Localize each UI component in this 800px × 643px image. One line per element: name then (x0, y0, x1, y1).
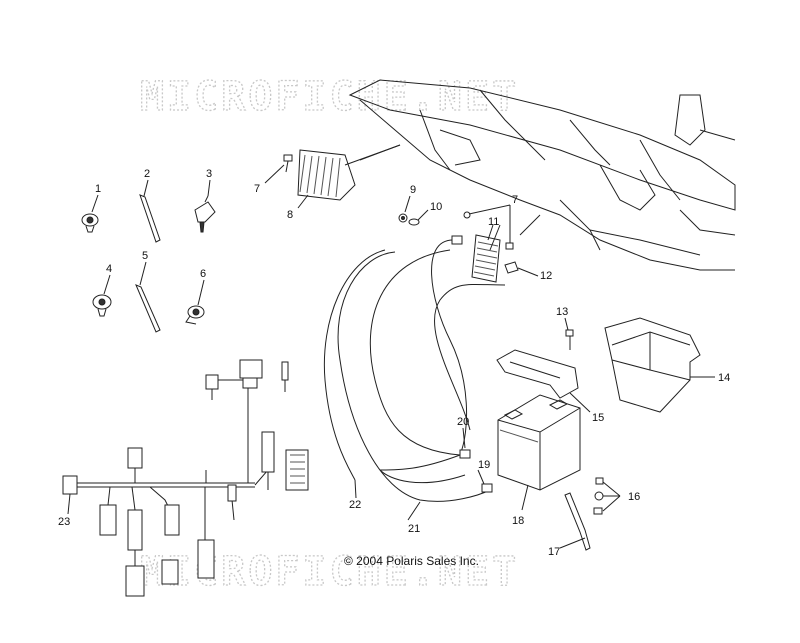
callout-12: 12 (540, 270, 552, 282)
callout-13: 13 (556, 306, 568, 318)
callout-19: 19 (478, 459, 490, 471)
callout-2: 2 (144, 168, 150, 180)
part-7-bolt-upper[interactable] (283, 154, 293, 173)
part-8-module[interactable] (297, 149, 356, 201)
part-13-bolt[interactable] (565, 329, 574, 350)
callout-15: 15 (592, 412, 604, 424)
callout-5: 5 (142, 250, 148, 262)
callout-8: 8 (287, 209, 293, 221)
callout-17: 17 (548, 546, 560, 558)
part-3-connector[interactable] (194, 195, 216, 233)
callout-1: 1 (95, 183, 101, 195)
part-1-clip[interactable] (81, 213, 99, 233)
part-21-cable[interactable] (337, 239, 506, 502)
watermark-top: MICROFICHE.NET (140, 74, 519, 120)
part-15-hold-down[interactable] (496, 349, 579, 399)
part-4-clip[interactable] (92, 294, 112, 317)
callout-7b: 7 (512, 194, 518, 206)
part-12-terminal[interactable] (504, 261, 519, 274)
part-14-battery-box[interactable] (604, 317, 701, 413)
cable-terminal-b (459, 449, 471, 459)
copyright-text: © 2004 Polaris Sales Inc. (344, 554, 479, 568)
part-16-bolts[interactable] (593, 477, 604, 515)
callout-14: 14 (718, 372, 730, 384)
cable-terminal-a (451, 235, 463, 245)
callout-23: 23 (58, 516, 70, 528)
part-7-bolt-lower[interactable] (463, 211, 514, 250)
callout-9: 9 (410, 184, 416, 196)
callout-3: 3 (206, 168, 212, 180)
callout-16: 16 (628, 491, 640, 503)
callout-22: 22 (349, 499, 361, 511)
part-18-battery[interactable] (497, 394, 581, 491)
part-6-clip[interactable] (185, 305, 205, 325)
part-17-strap[interactable] (564, 492, 591, 551)
callout-21: 21 (408, 523, 420, 535)
part-22-cable[interactable] (323, 249, 461, 481)
part-23-wiring-harness[interactable] (62, 359, 309, 597)
part-5-cable-tie[interactable] (135, 284, 161, 333)
callout-10: 10 (430, 201, 442, 213)
callout-11: 11 (488, 216, 499, 228)
part-10-washer[interactable] (408, 218, 420, 226)
frame-assembly (348, 79, 736, 271)
cable-terminal-c (481, 483, 493, 493)
callout-4: 4 (106, 263, 112, 275)
callout-6: 6 (200, 268, 206, 280)
callout-20: 20 (457, 416, 469, 428)
part-2-cable-tie[interactable] (139, 194, 161, 243)
callout-7a: 7 (254, 183, 260, 195)
part-9-nut[interactable] (398, 213, 408, 223)
part-11-fuse-block[interactable] (471, 234, 501, 283)
callout-18: 18 (512, 515, 524, 527)
